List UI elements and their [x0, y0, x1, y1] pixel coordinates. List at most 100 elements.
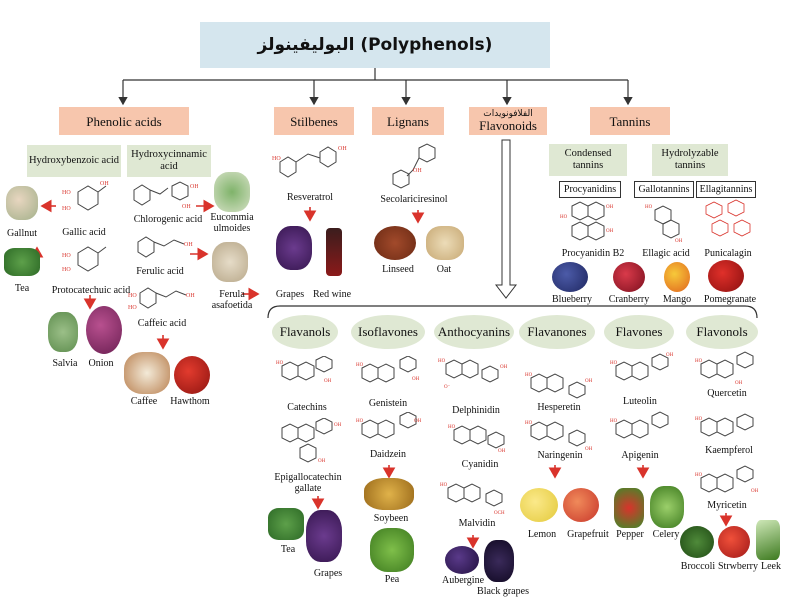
label-caffeic-acid: Caffeic acid: [137, 318, 187, 329]
label-oat: Oat: [436, 264, 452, 275]
label-food-grapes: Grapes: [313, 568, 343, 579]
label-food-pea: Pea: [384, 574, 400, 585]
label-punicalagin: Punicalagin: [704, 248, 752, 259]
svg-text:HO: HO: [525, 373, 533, 378]
label-cranberry: Cranberry: [608, 294, 650, 305]
broccoli-image-icon: [680, 526, 714, 558]
leek-image-icon: [756, 520, 780, 560]
svg-text:HO: HO: [62, 253, 71, 259]
svg-text:OH: OH: [585, 379, 593, 384]
pea-image-icon: [370, 528, 414, 572]
category-label-arabic: الفلافونويدات: [483, 109, 533, 119]
svg-text:OH: OH: [338, 146, 347, 152]
red-wine-image-icon: [326, 228, 342, 276]
pepper-image-icon: [614, 488, 644, 528]
cranberry-image-icon: [613, 262, 645, 292]
svg-text:OH: OH: [412, 377, 420, 382]
subclass-label: Hydrolyzable tannins: [661, 147, 719, 171]
svg-text:OH: OH: [100, 181, 109, 187]
label-caffee: Caffee: [130, 396, 158, 407]
category-stilbenes: Stilbenes: [274, 107, 354, 135]
label-myricetin: Myricetin: [707, 500, 747, 511]
svg-text:OH: OH: [324, 379, 332, 384]
oval-label: Flavonols: [696, 324, 748, 339]
label-gallnut: Gallnut: [7, 228, 37, 239]
label-eucommia: Eucommia ulmoides: [210, 212, 254, 234]
label-grapes: Grapes: [275, 289, 305, 300]
label-apigenin: Apigenin: [621, 450, 659, 461]
svg-text:HO: HO: [610, 361, 618, 366]
label-quercetin: Quercetin: [707, 388, 747, 399]
label-cyanidin: Cyanidin: [461, 459, 499, 470]
label-linseed: Linseed: [382, 264, 414, 275]
svg-text:HO: HO: [128, 293, 137, 299]
secolariciresinol-structure-icon: OH: [392, 143, 436, 189]
label-onion: Onion: [88, 358, 114, 369]
category-tannins: Tannins: [590, 107, 670, 135]
lemon-image-icon: [520, 488, 558, 522]
label-food-leek: Leek: [761, 561, 781, 572]
label-daidzein: Daidzein: [369, 449, 407, 460]
celery-image-icon: [650, 486, 684, 528]
label-food-grapefruit: Grapefruit: [567, 529, 609, 540]
svg-text:OH: OH: [413, 168, 422, 174]
svg-text:HO: HO: [440, 483, 448, 488]
blueberry-image-icon: [552, 262, 588, 292]
label-salvia: Salvia: [52, 358, 78, 369]
box-label: Gallotannins: [638, 184, 690, 195]
apigenin-structure-icon: HO: [610, 411, 669, 439]
linseed-image-icon: [374, 226, 416, 260]
page-title-text: البوليفينولز (Polyphenols): [257, 35, 493, 55]
box-label: Ellagitannins: [699, 184, 753, 195]
label-chlorogenic-acid: Chlorogenic acid: [133, 214, 203, 225]
svg-text:OH: OH: [675, 239, 683, 244]
oval-flavones: Flavones: [604, 315, 674, 349]
svg-text:OH: OH: [414, 419, 422, 424]
label-malvidin: Malvidin: [458, 518, 496, 529]
oval-label: Flavanols: [279, 324, 331, 339]
label-procyanidin-b2: Procyanidin B2: [561, 248, 625, 259]
oval-anthocyanins: Anthocyanins: [434, 315, 514, 349]
oat-image-icon: [426, 226, 464, 260]
label-tea: Tea: [14, 283, 30, 294]
grapes-image-icon: [276, 226, 312, 270]
label-ferula: Ferula asafoetida: [211, 289, 253, 311]
tea-leaves-image-icon-2: [268, 508, 304, 540]
oval-label: Flavones: [615, 324, 663, 339]
label-ferulic-acid: Ferulic acid: [136, 266, 184, 277]
label-resveratrol: Resveratrol: [286, 192, 334, 203]
label-mango: Mango: [662, 294, 692, 305]
svg-text:OH: OH: [735, 381, 743, 386]
onion-image-icon: [86, 306, 122, 354]
svg-text:OH: OH: [184, 242, 193, 248]
hawthorn-image-icon: [174, 356, 210, 394]
strawberry-image-icon: [718, 526, 750, 558]
svg-text:HO: HO: [62, 206, 71, 212]
svg-text:OH: OH: [606, 205, 614, 210]
grapefruit-image-icon: [563, 488, 599, 522]
svg-text:HO: HO: [62, 190, 71, 196]
svg-text:OH: OH: [500, 365, 508, 370]
category-label: Tannins: [609, 113, 651, 129]
box-gallotannins: Gallotannins: [634, 181, 694, 198]
oval-label: Isoflavones: [358, 324, 418, 339]
label-food-pepper: Pepper: [616, 529, 644, 540]
subclass-hydrolyzable-tannins: Hydrolyzable tannins: [652, 144, 728, 176]
label-luteolin: Luteolin: [623, 396, 657, 407]
ferula-image-icon: [212, 242, 248, 282]
coffee-image-icon: [124, 352, 170, 394]
gallnut-image-icon: [6, 186, 38, 220]
label-secolariciresinol: Secolariciresinol: [380, 194, 448, 205]
ferulic-acid-structure-icon: OH: [137, 236, 193, 258]
category-phenolic-acids: Phenolic acids: [59, 107, 189, 135]
salvia-image-icon: [48, 312, 78, 352]
